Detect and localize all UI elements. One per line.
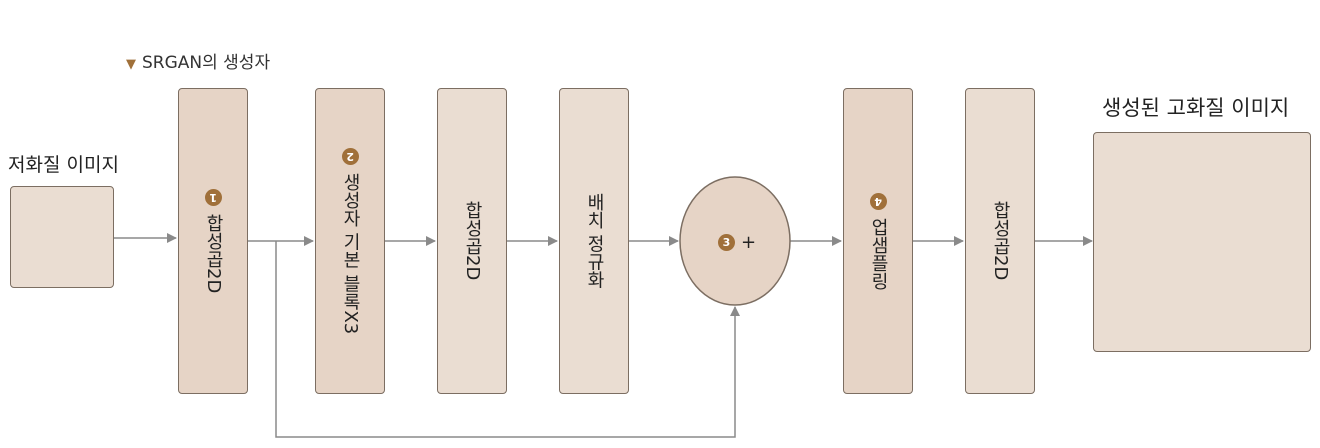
input-label: 저화질 이미지 bbox=[8, 154, 119, 176]
caption-triangle-icon: ▼ bbox=[126, 57, 136, 72]
block-upsampling: 4 업샘플링 bbox=[843, 88, 913, 394]
input-image-box bbox=[10, 186, 114, 288]
step-badge-1: 1 bbox=[204, 188, 222, 206]
block-generator-basic-text: 생성자 기본 블록X3 bbox=[340, 172, 361, 335]
skip-connection bbox=[275, 241, 740, 438]
caption-text: SRGAN의 생성자 bbox=[142, 53, 271, 73]
block-batch-norm: 배치 정규화 bbox=[559, 88, 629, 394]
block-conv2d-3-text: 합성곱2D bbox=[990, 201, 1011, 281]
step-badge-2: 2 bbox=[341, 147, 359, 165]
block-conv2d-3-label: 합성곱2D bbox=[987, 201, 1013, 280]
block-conv2d-1: 1 합성곱2D bbox=[178, 88, 248, 394]
sum-symbol: + bbox=[741, 232, 757, 253]
block-upsampling-label: 4 업샘플링 bbox=[865, 192, 891, 290]
block-batch-norm-text: 배치 정규화 bbox=[584, 193, 605, 289]
block-generator-basic-label: 2 생성자 기본 블록X3 bbox=[337, 147, 363, 335]
step-badge-4: 4 bbox=[869, 192, 887, 210]
step-badge-3: 3 bbox=[718, 234, 735, 251]
block-generator-basic: 2 생성자 기본 블록X3 bbox=[315, 88, 385, 394]
block-conv2d-2: 합성곱2D bbox=[437, 88, 507, 394]
block-conv2d-2-label: 합성곱2D bbox=[459, 201, 485, 280]
block-conv2d-2-text: 합성곱2D bbox=[462, 201, 483, 281]
sum-node-label: 3 + bbox=[718, 232, 756, 253]
block-conv2d-1-text: 합성곱2D bbox=[203, 213, 224, 294]
figure-caption: ▼ SRGAN의 생성자 bbox=[126, 48, 270, 73]
block-conv2d-3: 합성곱2D bbox=[965, 88, 1035, 394]
output-label: 생성된 고화질 이미지 bbox=[1102, 96, 1290, 120]
block-upsampling-text: 업샘플링 bbox=[868, 217, 889, 290]
block-conv2d-1-label: 1 합성곱2D bbox=[200, 188, 226, 294]
sum-node bbox=[679, 176, 791, 306]
output-image-box bbox=[1093, 132, 1311, 352]
block-batch-norm-label: 배치 정규화 bbox=[581, 193, 607, 289]
